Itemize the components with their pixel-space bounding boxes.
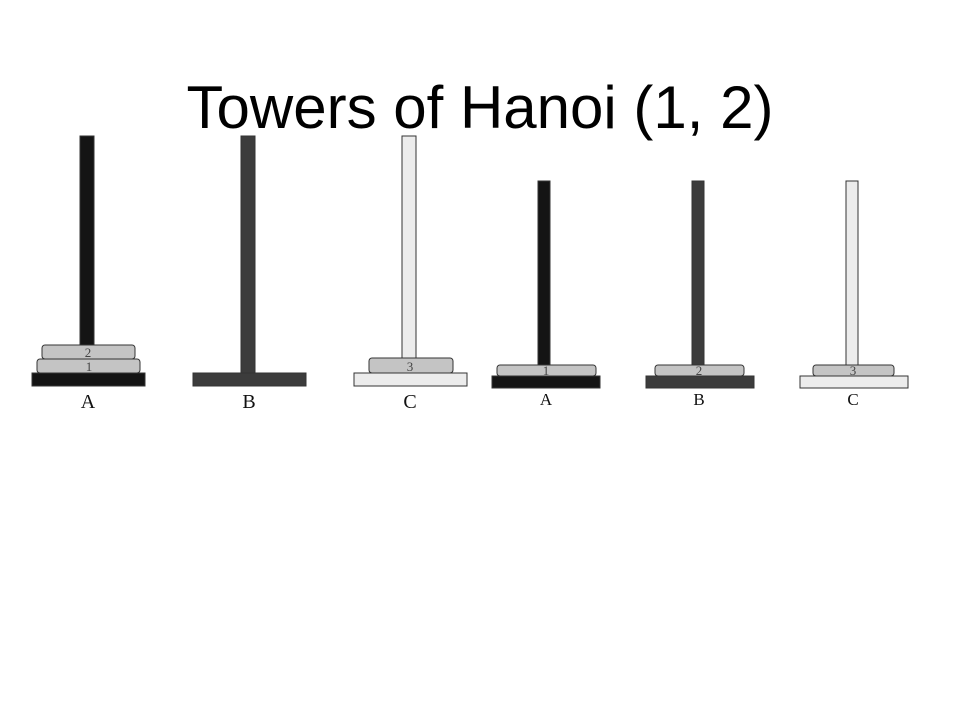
peg-a-label: A: [540, 390, 553, 409]
peg-b-label: B: [693, 390, 704, 409]
peg-a-label: A: [81, 391, 96, 413]
disk-2-label: 2: [85, 345, 92, 360]
peg-c-base: [353, 372, 468, 387]
peg-c-label: C: [403, 391, 416, 413]
peg-a: 1 2 A: [31, 135, 146, 413]
peg-b-label: B: [242, 391, 255, 413]
disk-2: [41, 344, 136, 360]
disk-2: [654, 364, 745, 377]
peg-a-base: [31, 372, 146, 387]
peg-c: 3 C: [353, 135, 468, 413]
peg-b-pole: [240, 135, 256, 374]
peg-a-pole: [537, 180, 551, 366]
disk-3: [812, 364, 895, 377]
disk-3: [368, 357, 454, 374]
disk-2-label: 2: [696, 363, 703, 378]
slide-title: Towers of Hanoi (1, 2): [186, 74, 774, 141]
disk-1-label: 1: [543, 363, 550, 378]
state-after: 1 A 2 B 3 C: [491, 180, 909, 409]
peg-b-pole: [691, 180, 705, 366]
peg-c: 3 C: [799, 180, 909, 409]
disk-1: [496, 364, 597, 377]
peg-b-base: [192, 372, 307, 387]
peg-b: B: [192, 135, 307, 413]
peg-c-pole: [845, 180, 859, 366]
peg-a-pole: [79, 135, 95, 347]
disk-3-label: 3: [407, 359, 414, 374]
peg-b: 2 B: [645, 180, 755, 409]
peg-c-label: C: [847, 390, 858, 409]
peg-a: 1 A: [491, 180, 601, 409]
disk-1-label: 1: [86, 359, 93, 374]
state-before: 1 2 A B 3 C: [31, 135, 468, 413]
peg-c-pole: [401, 135, 417, 359]
disk-3-label: 3: [850, 363, 857, 378]
